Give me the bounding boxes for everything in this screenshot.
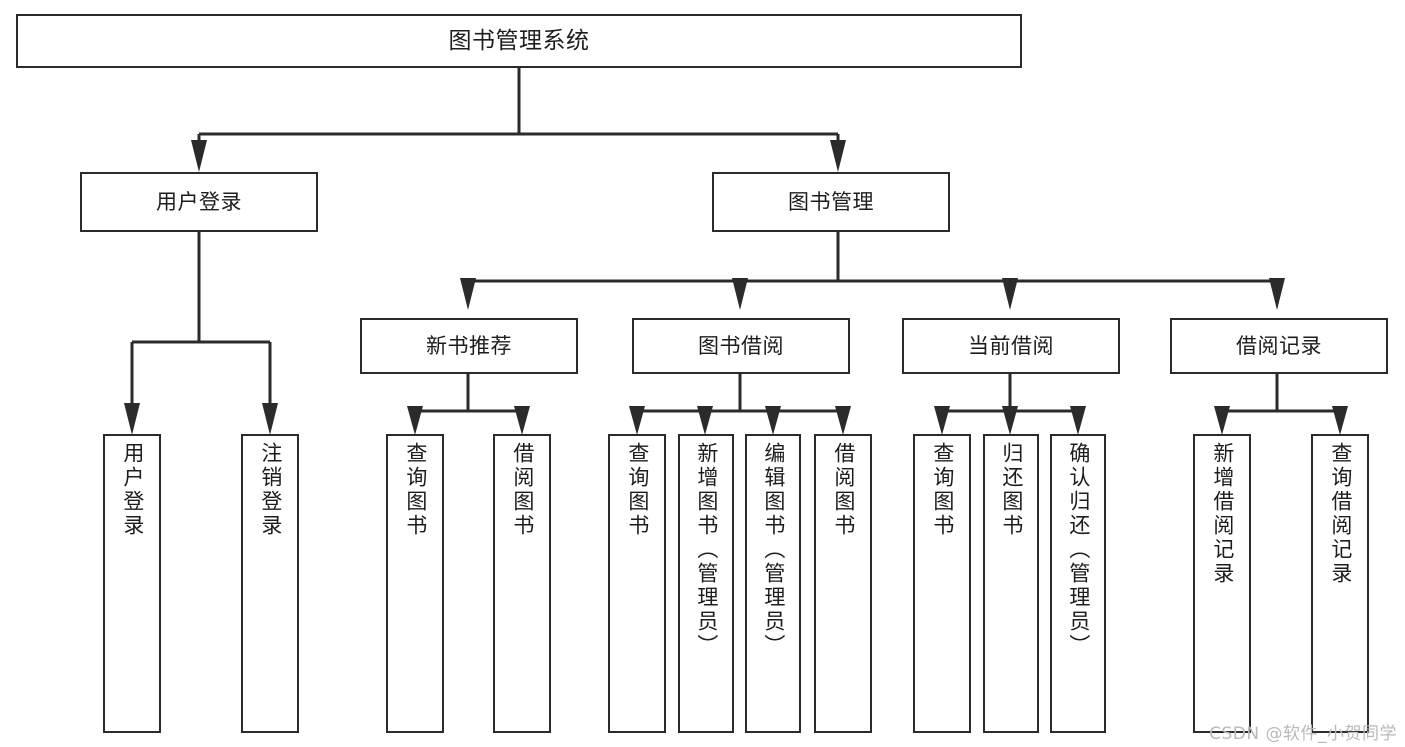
leaf-return-book[interactable]: 归还图书: [983, 434, 1039, 733]
leaf-edit-book-admin[interactable]: 编辑图书（管理员）: [745, 434, 801, 733]
node-label: 查询图书: [930, 442, 955, 538]
node-book-borrow[interactable]: 图书借阅: [632, 318, 850, 374]
node-label: 新书推荐: [426, 333, 512, 358]
node-label: 归还图书: [999, 442, 1024, 538]
csdn-watermark: CSDN @软件_小贺同学: [1209, 724, 1397, 744]
leaf-query-book-recommend[interactable]: 查询图书: [386, 434, 444, 733]
leaf-query-book-current[interactable]: 查询图书: [913, 434, 971, 733]
node-label: 借阅记录: [1236, 333, 1322, 358]
leaf-add-borrow-record[interactable]: 新增借阅记录: [1193, 434, 1251, 733]
node-user-login[interactable]: 用户登录: [80, 172, 318, 232]
leaf-confirm-return-admin[interactable]: 确认归还（管理员）: [1050, 434, 1106, 733]
node-label: 当前借阅: [968, 333, 1054, 358]
node-current-borrow[interactable]: 当前借阅: [902, 318, 1120, 374]
node-new-book-recommend[interactable]: 新书推荐: [360, 318, 578, 374]
node-label: 确认归还（管理员）: [1066, 442, 1091, 658]
node-label: 新增图书（管理员）: [694, 442, 719, 658]
leaf-add-book-admin[interactable]: 新增图书（管理员）: [678, 434, 734, 733]
node-label: 借阅图书: [510, 442, 535, 538]
node-label: 查询图书: [625, 442, 650, 538]
node-label: 图书借阅: [698, 333, 784, 358]
node-root-book-management-system[interactable]: 图书管理系统: [16, 14, 1022, 68]
leaf-logout[interactable]: 注销登录: [241, 434, 299, 733]
leaf-borrow-book-recommend[interactable]: 借阅图书: [493, 434, 551, 733]
node-label: 查询图书: [403, 442, 428, 538]
leaf-query-borrow-record[interactable]: 查询借阅记录: [1311, 434, 1369, 733]
leaf-borrow-book[interactable]: 借阅图书: [814, 434, 872, 733]
node-label: 图书管理系统: [448, 27, 590, 54]
node-label: 注销登录: [258, 442, 283, 538]
leaf-query-book-borrow[interactable]: 查询图书: [608, 434, 666, 733]
node-label: 图书管理: [788, 189, 874, 214]
node-book-management[interactable]: 图书管理: [712, 172, 950, 232]
node-label: 用户登录: [156, 189, 242, 214]
node-label: 用户登录: [120, 442, 145, 538]
node-label: 新增借阅记录: [1210, 442, 1235, 586]
node-label: 编辑图书（管理员）: [761, 442, 786, 658]
leaf-user-login[interactable]: 用户登录: [103, 434, 161, 733]
node-label: 查询借阅记录: [1328, 442, 1353, 586]
node-label: 借阅图书: [831, 442, 856, 538]
node-borrow-record[interactable]: 借阅记录: [1170, 318, 1388, 374]
